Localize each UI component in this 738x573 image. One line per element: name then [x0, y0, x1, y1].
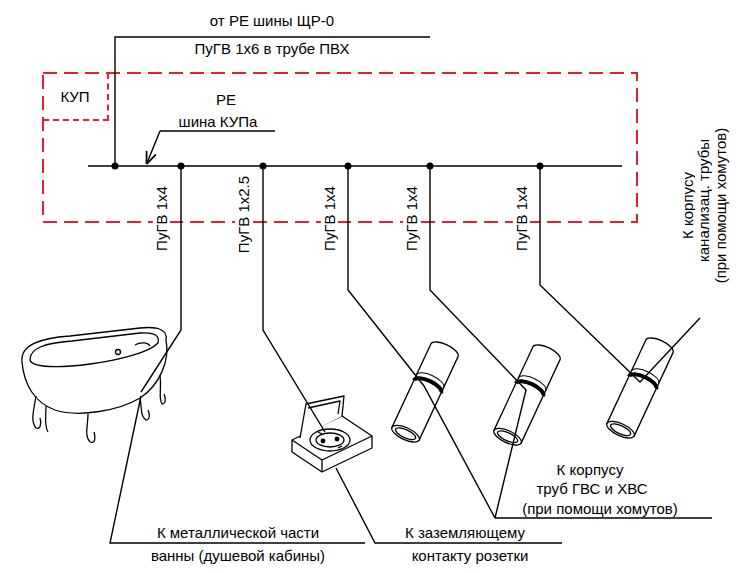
callout-text: труб ГВС и ХВС — [535, 480, 650, 497]
kup-box: КУП — [43, 73, 109, 121]
pipe — [389, 339, 460, 446]
junction-dot — [427, 163, 434, 170]
wire — [263, 166, 325, 432]
wire — [141, 166, 181, 392]
wire-label: ПуГВ 1х4 — [320, 184, 337, 253]
wires — [88, 37, 712, 543]
wire-label: ПуГВ 1х2.5 — [236, 173, 253, 254]
wire — [160, 130, 275, 131]
callout-text: К металлической части — [155, 524, 321, 541]
callout-text: РЕ — [214, 91, 238, 108]
wire-label: ПуГВ 1х4 — [152, 184, 169, 253]
callout-text: шина КУПа — [177, 113, 260, 130]
wire-label: ПуГВ 1х4 — [512, 184, 529, 253]
wire — [348, 166, 495, 518]
callout-text: ПуГВ 1х6 в трубе ПВХ — [193, 40, 352, 57]
socket — [292, 396, 372, 472]
callout-text: К корпусу — [555, 461, 626, 478]
wire — [495, 517, 712, 518]
wire — [430, 166, 526, 518]
callout-text: контакту розетки — [410, 547, 531, 564]
wire-label: К корпусу — [679, 170, 696, 241]
wire-label: ПуГВ 1х4 — [402, 184, 419, 253]
junction-dots — [112, 163, 544, 170]
junction-dot — [537, 163, 544, 170]
junction-dot — [112, 163, 119, 170]
pipe — [491, 342, 562, 449]
wire-label: канализац. трубы — [695, 136, 712, 263]
pipe — [604, 335, 675, 442]
callout-text: (при помощи хомутов) — [520, 500, 680, 517]
kup-enclosure — [43, 73, 637, 222]
junction-dot — [178, 163, 185, 170]
wire — [540, 166, 700, 382]
wire-label: (при помощи хомутов) — [713, 125, 730, 285]
wire — [115, 37, 430, 166]
callout-text: К заземляющему — [403, 524, 527, 541]
callout-text: ванны (душевой кабины) — [149, 547, 327, 564]
box-title: КУП — [60, 88, 89, 105]
junction-dot — [260, 163, 267, 170]
pipes — [389, 335, 675, 449]
leader-arrow — [147, 131, 160, 163]
callout-text: от РЕ шины ЩР-0 — [208, 12, 336, 29]
wire — [110, 396, 365, 543]
junction-dot — [345, 163, 352, 170]
